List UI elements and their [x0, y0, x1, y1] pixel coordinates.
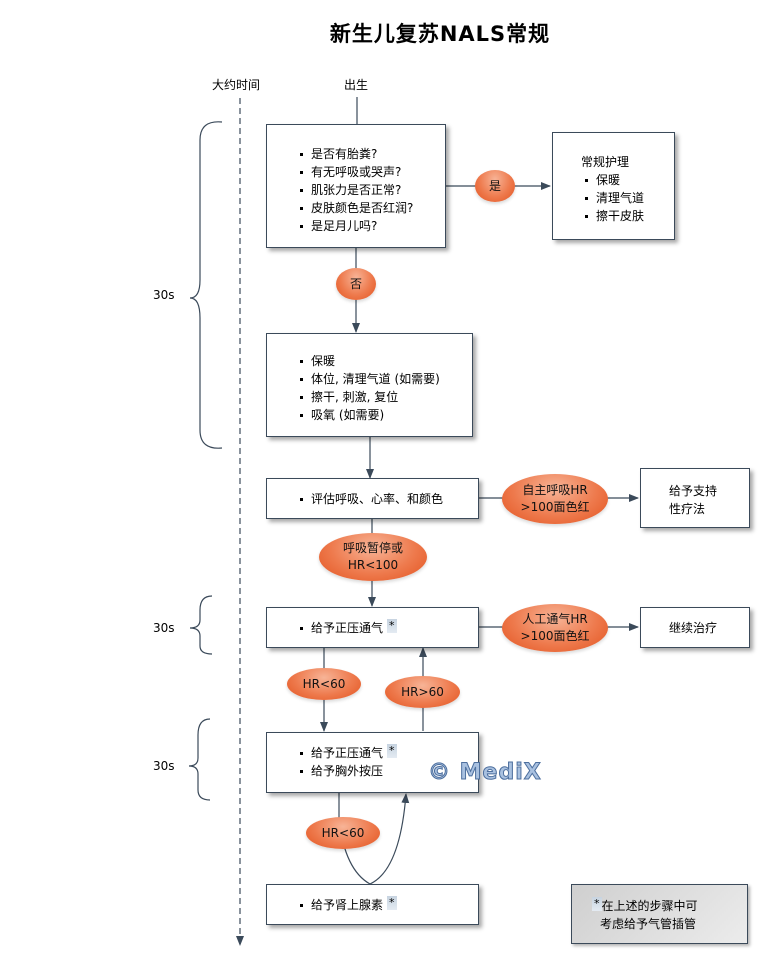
routine-care-item: 保暖 — [584, 171, 674, 189]
brace-label-3: 30s — [153, 759, 175, 773]
decision-apnea: 呼吸暂停或 HR<100 — [319, 533, 427, 581]
ppv-cpr-item: 给予胸外按压 — [299, 762, 478, 780]
brace-2 — [189, 595, 213, 655]
initial-step-item: 吸氧 (如需要) — [299, 406, 472, 424]
decision-ventilated: 人工通气HR >100面色红 — [502, 604, 608, 652]
epinephrine-box: 给予肾上腺素* — [266, 884, 479, 925]
assessment-item: 是足月儿吗? — [299, 217, 445, 235]
decision-no: 否 — [336, 268, 376, 300]
assessment-item: 有无呼吸或哭声? — [299, 163, 445, 181]
evaluate-box: 评估呼吸、心率、和颜色 — [266, 478, 479, 519]
ppv-cpr-box: 给予正压通气* 给予胸外按压 — [266, 732, 479, 793]
watermark: © MediX — [428, 760, 542, 786]
initial-step-item: 体位, 清理气道 (如需要) — [299, 370, 472, 388]
asterisk-marker: * — [387, 619, 397, 633]
note-line: 考虑给予气管插管 — [600, 917, 697, 931]
brace-3 — [188, 718, 211, 801]
assessment-item: 皮肤颜色是否红润? — [299, 199, 445, 217]
routine-care-item: 清理气道 — [584, 189, 674, 207]
continue-treatment-box: 继续治疗 — [640, 607, 750, 648]
decision-hr-gt60: HR>60 — [385, 676, 460, 708]
asterisk-marker: * — [387, 744, 397, 758]
assessment-item: 肌张力是否正常? — [299, 181, 445, 199]
decision-yes: 是 — [475, 170, 515, 202]
routine-care-heading: 常规护理 — [581, 155, 630, 169]
page-title: 新生儿复苏NALS常规 — [329, 22, 551, 46]
ppv-cpr-item: 给予正压通气* — [299, 744, 478, 762]
epinephrine-item: 给予肾上腺素* — [299, 896, 478, 914]
assessment-item: 是否有胎粪? — [299, 145, 445, 163]
decision-hr-lt60: HR<60 — [287, 668, 361, 700]
evaluate-item: 评估呼吸、心率、和颜色 — [299, 490, 478, 508]
routine-care-item: 擦干皮肤 — [584, 207, 674, 225]
ppv-item: 给予正压通气* — [299, 619, 478, 637]
initial-step-item: 擦干, 刺激, 复位 — [299, 388, 472, 406]
assessment-box: 是否有胎粪? 有无呼吸或哭声? 肌张力是否正常? 皮肤颜色是否红润? 是足月儿吗… — [266, 124, 446, 248]
brace-label-1: 30s — [153, 288, 175, 302]
supportive-therapy-box: 给予支持 性疗法 — [640, 468, 750, 528]
brace-label-2: 30s — [153, 621, 175, 635]
supportive-line: 给予支持 — [669, 484, 718, 498]
birth-label: 出生 — [344, 78, 369, 92]
asterisk-marker: * — [387, 896, 397, 910]
ppv-box: 给予正压通气* — [266, 607, 479, 648]
intubation-note: *在上述的步骤中可 考虑给予气管插管 — [571, 884, 748, 944]
initial-step-item: 保暖 — [299, 352, 472, 370]
initial-steps-box: 保暖 体位, 清理气道 (如需要) 擦干, 刺激, 复位 吸氧 (如需要) — [266, 333, 473, 437]
supportive-line: 性疗法 — [669, 502, 706, 516]
asterisk-marker: * — [592, 897, 602, 911]
continue-text: 继续治疗 — [669, 621, 718, 635]
brace-1 — [189, 121, 223, 449]
timeline-label: 大约时间 — [212, 78, 261, 92]
decision-hr-lt60-loop: HR<60 — [306, 817, 380, 849]
decision-spontaneous-breathing: 自主呼吸HR >100面色红 — [502, 474, 608, 524]
routine-care-box: 常规护理 保暖 清理气道 擦干皮肤 — [552, 132, 675, 240]
